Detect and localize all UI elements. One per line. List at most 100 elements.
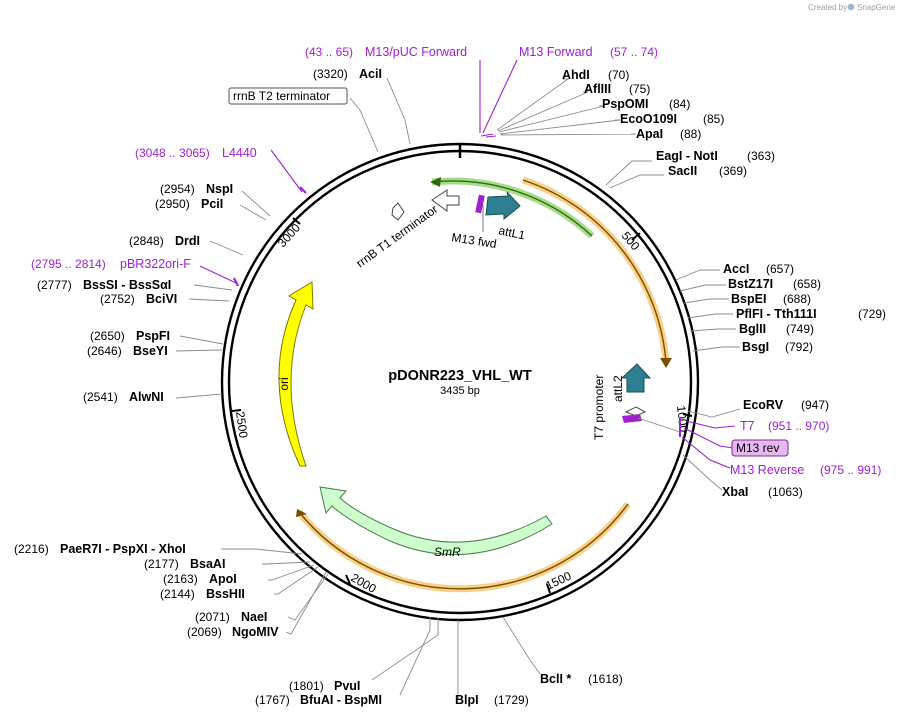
tick-mark-3000 [292, 217, 301, 225]
primer-label-l4440: L4440 [222, 146, 257, 160]
tick-mark-1000 [682, 413, 693, 417]
enzyme-pos-bglii: (749) [786, 322, 814, 336]
enzyme-pos-bsaai: (2177) [144, 557, 179, 571]
plasmid-length: 3435 bp [440, 385, 480, 397]
enzyme-label-pvui: PvuI [334, 679, 360, 693]
enzyme-pos-bcli: (1618) [588, 672, 623, 686]
created-by-label: Created by [808, 3, 847, 12]
enzyme-pos-ngomiv: (2069) [187, 625, 222, 639]
enzyme-pos-bfuai-bspmi: (1767) [255, 693, 290, 707]
enzyme-pos-naei: (2071) [195, 610, 230, 624]
enzyme-label-naei: NaeI [241, 610, 267, 624]
rrnB-T2-label: rrnB T2 terminator [233, 89, 330, 103]
plasmid-name: pDONR223_VHL_WT [388, 368, 532, 384]
enzyme-label-apai: ApaI [636, 127, 663, 141]
enzyme-label-acci: AccI [723, 262, 749, 276]
enzyme-label-ngomiv: NgoMIV [232, 625, 279, 639]
primer-range-l4440: (3048 .. 3065) [135, 146, 210, 160]
enzyme-pos-pflfi-tth111i: (729) [858, 307, 886, 321]
enzyme-pos-sacii: (369) [719, 164, 747, 178]
primer-label-m13-rev: M13 rev [736, 441, 779, 455]
enzyme-leaders [175, 77, 741, 700]
enzyme-label-ecorv: EcoRV [743, 398, 784, 412]
enzyme-pos-drdi: (2848) [129, 234, 164, 248]
enzyme-label-bglii: BglII [739, 322, 766, 336]
enzyme-label-pflfi-tth111i: PflFI - Tth111I [736, 307, 817, 321]
enzyme-label-xbai: XbaI [722, 485, 748, 499]
enzyme-pos-pspfi: (2650) [90, 329, 125, 343]
enzyme-pos-ecorv: (947) [801, 398, 829, 412]
enzyme-label-blpi: BlpI [455, 693, 479, 707]
enzyme-label-bfuai-bspmi: BfuAI - BspMI [300, 693, 382, 707]
enzyme-label-bseyi: BseYI [133, 344, 168, 358]
enzyme-label-ahdi: AhdI [562, 68, 590, 82]
tick-1000: 1000 [674, 405, 691, 433]
enzyme-label-bsshii: BssHII [206, 587, 245, 601]
green-arc-arrowhead [430, 177, 441, 187]
enzyme-pos-nspi: (2954) [160, 182, 195, 196]
rrnB-T2-label-box [228, 87, 348, 105]
enzyme-label-paer7i-pspxi-xhoi: PaeR7I - PspXI - XhoI [60, 542, 186, 556]
enzyme-label-alwni: AlwNI [129, 390, 164, 404]
tick-mark-2000 [345, 574, 351, 585]
enzyme-pos-acci: (657) [766, 262, 794, 276]
enzyme-pos-bsssi-bsssai: (2777) [37, 278, 72, 292]
m13-fwd-primer-mark [475, 194, 485, 214]
snapgene-brand-label: SnapGene [857, 3, 896, 12]
primer-label-m13-puc-forward: M13/pUC Forward [365, 45, 467, 59]
primer-label-m13-reverse: M13 Reverse [730, 463, 804, 477]
ori-label: ori [277, 377, 291, 390]
t7-promoter-label: T7 promoter [592, 375, 606, 440]
smr-label: SmR [434, 545, 461, 559]
primer-range-m13-puc-forward: (43 .. 65) [305, 45, 353, 59]
enzyme-label-ecoo109i: EcoO109I [620, 112, 677, 126]
ori-feature [278, 281, 314, 467]
attL2-label: attL2 [611, 375, 625, 402]
primer-range-t7: (951 .. 970) [768, 419, 829, 433]
orange-arc-1-halo [521, 176, 670, 363]
tick-mark-2500 [231, 409, 242, 412]
attL1-label: attL1 [497, 223, 526, 242]
enzyme-pos-blpi: (1729) [494, 693, 529, 707]
primer-label-m13-forward: M13 Forward [519, 45, 593, 59]
enzyme-pos-ahdi: (70) [608, 68, 629, 82]
tick-mark-500 [631, 232, 641, 241]
primer-leaders [199, 59, 736, 469]
enzyme-pos-xbai: (1063) [768, 485, 803, 499]
m13-rev-primer-mark [622, 414, 642, 423]
enzyme-label-bcivi: BciVI [146, 292, 177, 306]
enzyme-label-bsssi-bsssai: BssSI - BssSαI [83, 278, 171, 292]
enzyme-label-bstz17i: BstZ17I [728, 277, 773, 291]
tick-mark-1500 [546, 583, 551, 594]
enzyme-label-bsgi: BsgI [742, 340, 769, 354]
enzyme-pos-bseyi: (2646) [87, 344, 122, 358]
primer-range-pbr322ori-f: (2795 .. 2814) [31, 257, 106, 271]
enzyme-pos-apoi: (2163) [163, 572, 198, 586]
m13-fwd-label: M13 fwd [451, 230, 498, 251]
enzyme-pos-ecoo109i: (85) [703, 112, 724, 126]
enzyme-pos-pvui: (1801) [289, 679, 324, 693]
enzyme-pos-paer7i-pspxi-xhoi: (2216) [14, 542, 49, 556]
enzyme-label-pspfi: PspFI [136, 329, 170, 343]
enzyme-pos-acii: (3320) [313, 67, 348, 81]
enzyme-label-drdi: DrdI [175, 234, 200, 248]
snapgene-logo-icon [847, 3, 855, 11]
orange-arc-2 [298, 503, 629, 590]
enzyme-pos-bspei: (688) [783, 292, 811, 306]
enzyme-label-pcii: PciI [201, 197, 223, 211]
enzyme-pos-alwni: (2541) [83, 390, 118, 404]
enzyme-label-nspi: NspI [206, 182, 233, 196]
orange-arc-1-arrowhead [660, 358, 672, 368]
smr-feature [319, 486, 553, 556]
enzyme-pos-bsshii: (2144) [160, 587, 195, 601]
primer-label-pbr322ori-f: pBR322ori-F [120, 257, 191, 271]
enzyme-label-afliii: AflIII [584, 82, 611, 96]
enzyme-pos-pspomi: (84) [669, 97, 690, 111]
enzyme-label-bspei: BspEI [731, 292, 766, 306]
attL2-feature [620, 363, 652, 393]
enzyme-label-bcli: BclI * [540, 672, 571, 686]
enzyme-pos-apai: (88) [680, 127, 701, 141]
green-arc [431, 180, 593, 237]
